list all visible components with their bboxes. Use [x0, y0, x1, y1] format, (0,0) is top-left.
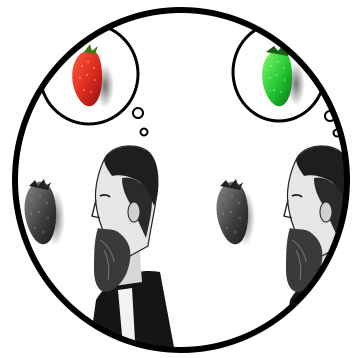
left-thought-dot-1: [133, 108, 143, 118]
right-bearded-man-profile-icon: [282, 146, 354, 358]
left-thought-dot-2: [141, 129, 148, 136]
